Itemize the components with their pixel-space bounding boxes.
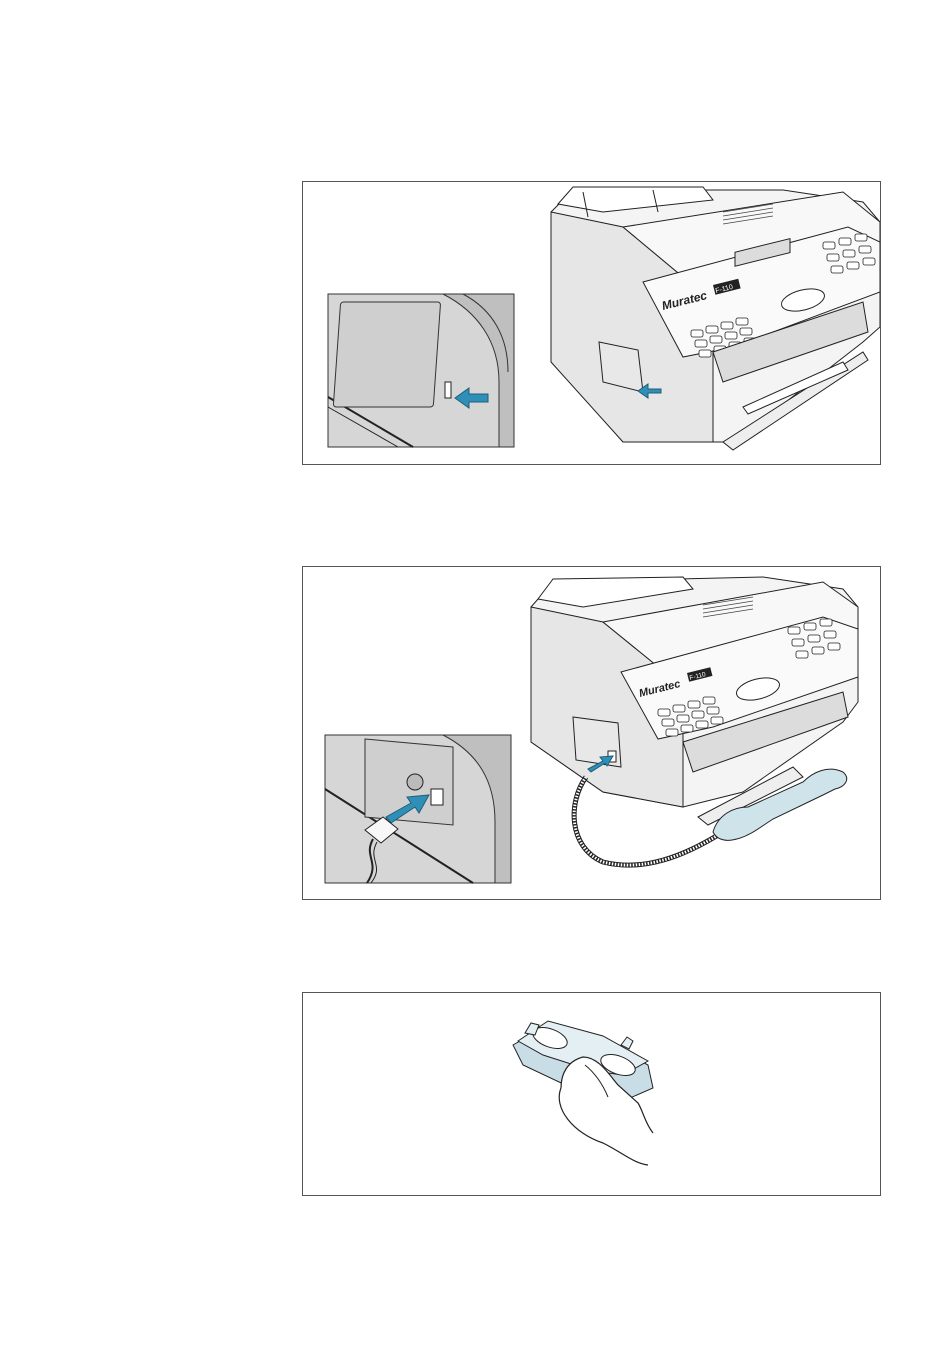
fax-illustration-1: Muratec F-110: [303, 182, 880, 464]
fax-machine: Muratec F-110: [551, 187, 880, 450]
phone-jack-icon: [431, 789, 443, 805]
fax-illustration-2: Muratec F-110: [303, 567, 880, 899]
inset-jack-detail: [325, 735, 511, 883]
figure-handset-cradle: [302, 992, 881, 1196]
figure-open-side-cover: Muratec F-110: [302, 181, 881, 465]
inset-side-cover-detail: [328, 294, 514, 447]
cradle-illustration: [303, 993, 880, 1195]
figure-connect-handset: Muratec F-110: [302, 566, 881, 900]
